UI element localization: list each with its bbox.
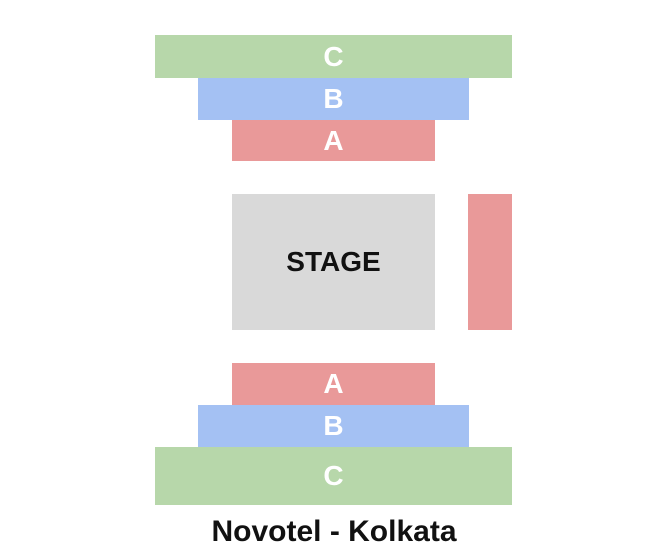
side-section-a[interactable] <box>468 194 512 330</box>
bottom-section-c[interactable]: C <box>155 447 512 505</box>
bottom-section-a[interactable]: A <box>232 363 435 405</box>
bottom-section-b-label: B <box>323 410 344 441</box>
top-section-a[interactable]: A <box>232 120 435 161</box>
bottom-section-a-label: A <box>323 368 344 399</box>
top-section-a-label: A <box>323 124 344 156</box>
venue-title: Novotel - Kolkata <box>211 515 457 548</box>
top-section-c[interactable]: C <box>155 35 512 78</box>
bottom-section-b[interactable]: B <box>198 405 469 447</box>
top-section-b-label: B <box>323 83 344 114</box>
top-section-c-label: C <box>323 40 344 72</box>
bottom-section-c-label: C <box>323 460 344 491</box>
stage: STAGE <box>232 194 435 330</box>
stage-label: STAGE <box>286 246 381 277</box>
top-section-b[interactable]: B <box>198 78 469 120</box>
